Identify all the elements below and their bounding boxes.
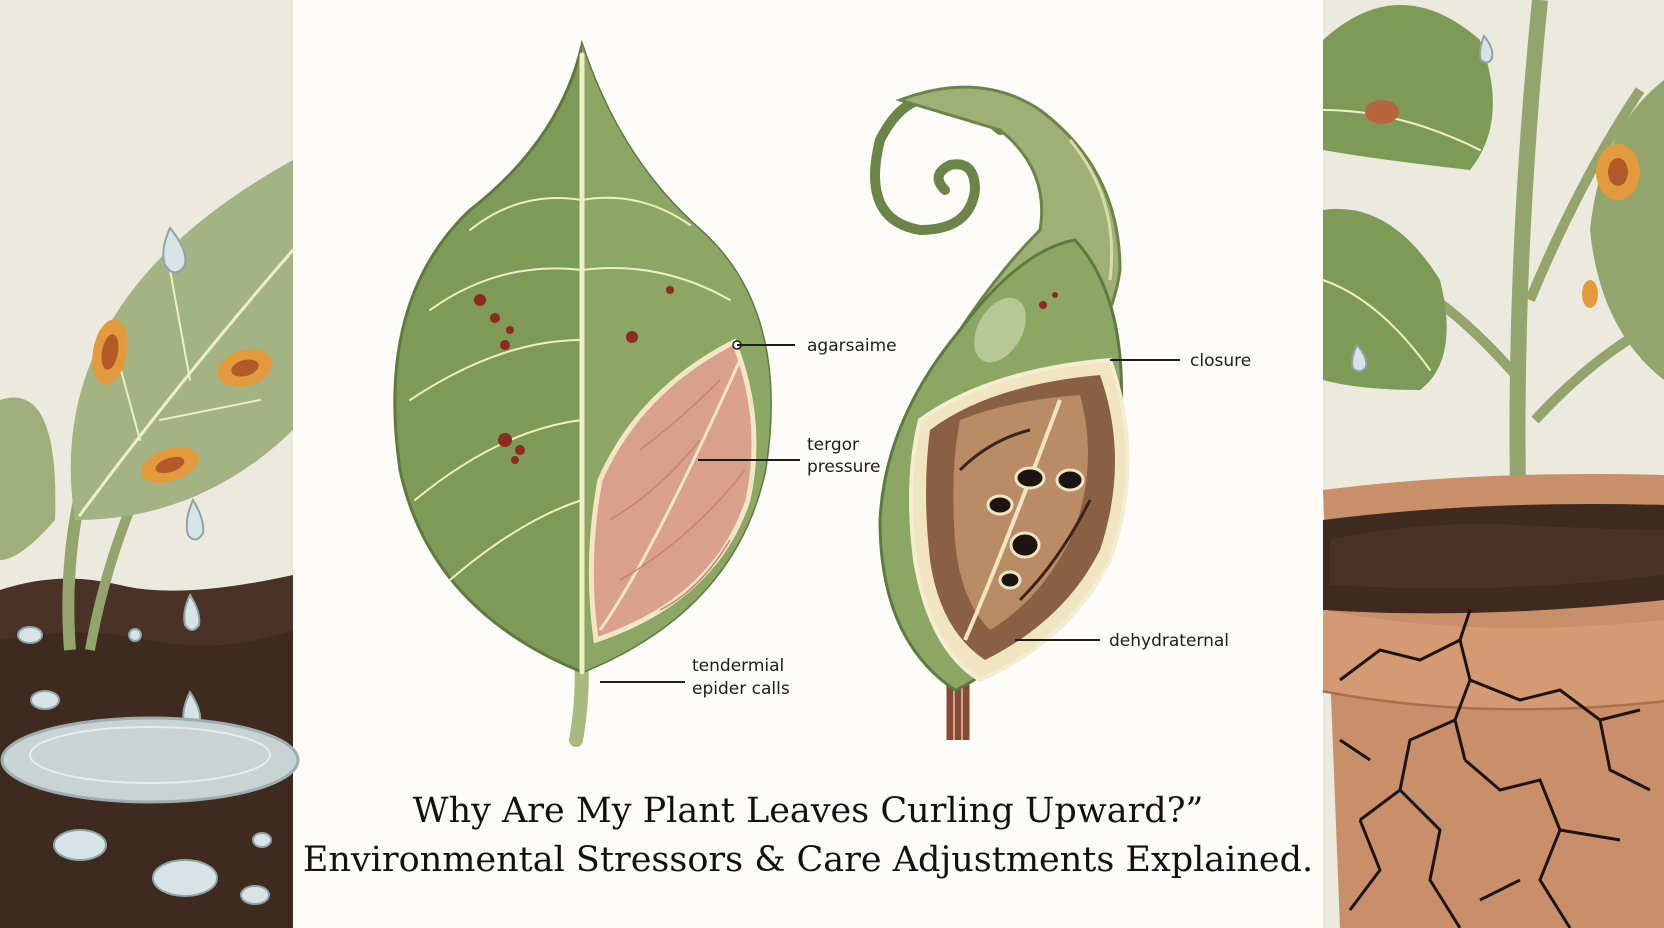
stomata-pore bbox=[1014, 466, 1046, 490]
label-tergor: tergor bbox=[807, 435, 859, 455]
dry-soil bbox=[1330, 524, 1664, 589]
title-block: Why Are My Plant Leaves Curling Upward?”… bbox=[303, 791, 1313, 880]
water-drop-icon bbox=[162, 226, 187, 274]
stomata-pore bbox=[1055, 468, 1085, 492]
water-puddle bbox=[0, 716, 300, 804]
diagram-labels: agarsaime tergor pressure tendermial epi… bbox=[600, 336, 1251, 699]
curled-leaf-illustration bbox=[870, 85, 1130, 740]
stomata-pore bbox=[998, 570, 1022, 590]
label-closure: closure bbox=[1190, 351, 1251, 371]
dry-plant-leaf bbox=[1323, 5, 1493, 170]
label-tendermial: tendermial bbox=[692, 656, 784, 676]
soil-cracks bbox=[1339, 609, 1651, 928]
leaf-spot bbox=[474, 294, 486, 306]
label-agarsaime: agarsaime bbox=[807, 336, 897, 356]
healthy-leaf-illustration bbox=[393, 39, 772, 747]
water-drop-icon bbox=[183, 592, 201, 631]
water-drop-icon bbox=[1351, 343, 1368, 373]
stomata-pore bbox=[1009, 531, 1041, 559]
label-dehydraternal: dehydraternal bbox=[1109, 631, 1229, 651]
title-line-2: Environmental Stressors & Care Adjustmen… bbox=[303, 840, 1313, 880]
title-line-1: Why Are My Plant Leaves Curling Upward?” bbox=[413, 791, 1204, 831]
dry-plant-leaf bbox=[1323, 208, 1447, 390]
label-pressure: pressure bbox=[807, 457, 880, 477]
right-panel-underwatering bbox=[1322, 0, 1664, 928]
stomata-pore bbox=[986, 494, 1014, 516]
leaf-spot bbox=[1365, 100, 1399, 124]
leaf-spot bbox=[498, 433, 512, 447]
left-panel-overwatering bbox=[0, 0, 300, 928]
water-drop-icon bbox=[1479, 34, 1494, 64]
water-drop-icon bbox=[185, 497, 205, 541]
label-epider-calls: epider calls bbox=[692, 679, 790, 699]
